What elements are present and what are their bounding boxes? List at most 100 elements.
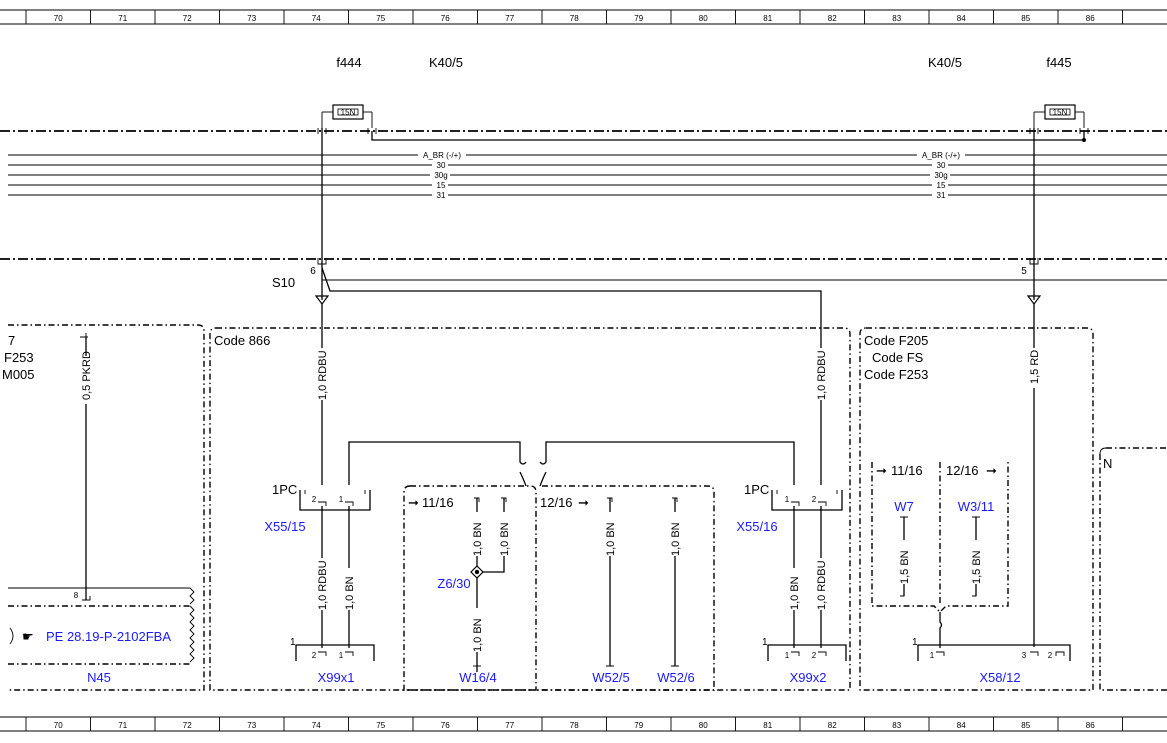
ruler-number: 76 — [441, 721, 450, 730]
bus-label-a-br-right: A_BR (-/+) — [922, 151, 960, 160]
component-w7: W7 — [894, 499, 914, 514]
ruler-number: 80 — [699, 721, 708, 730]
ruler-number: 82 — [828, 14, 837, 23]
x55-16-pin-2: 2 — [812, 495, 817, 504]
arrow-icon-12-16: ➞ — [578, 495, 589, 510]
ruler-number: 79 — [634, 14, 643, 23]
fuse-label-f444: f444 — [336, 55, 361, 70]
wire-label-bn-z6-left: 1,0 BN — [472, 522, 484, 556]
ruler-number: 73 — [247, 14, 256, 23]
wire-label-rd: 1,5 RD — [1029, 350, 1041, 384]
ruler-number: 70 — [54, 14, 63, 23]
ruler-number: 75 — [376, 721, 385, 730]
bus-label-15-left: 15 — [437, 181, 446, 190]
wire-label-bn-x55-15: 1,0 BN — [344, 576, 356, 610]
code-866-frame — [209, 327, 851, 691]
ruler-number: 74 — [312, 721, 321, 730]
bus-label-a-br-left: A_BR (-/+) — [423, 151, 461, 160]
bus-label-15-right: 15 — [937, 181, 946, 190]
component-x55-16: X55/16 — [736, 519, 777, 534]
connector-x55-16 — [771, 490, 843, 511]
x58-12-pin-2: 2 — [1048, 651, 1053, 660]
grid-ruler-top — [0, 9, 1167, 25]
ruler-number: 83 — [892, 721, 901, 730]
bus-label-31-right: 31 — [937, 191, 946, 200]
x99x1-pin-label: 1 — [290, 637, 296, 648]
fuse-rating-right: 15N — [1053, 108, 1068, 117]
ruler-number: 85 — [1021, 721, 1030, 730]
ruler-number: 77 — [505, 721, 514, 730]
left-block-frame — [8, 324, 205, 691]
module-label-k40-left: K40/5 — [429, 55, 463, 70]
reference-pe: PE 28.19-P-2102FBA — [46, 629, 171, 644]
ruler-number: 71 — [118, 721, 127, 730]
ruler-number: 86 — [1086, 14, 1095, 23]
component-x55-15: X55/15 — [264, 519, 305, 534]
ruler-number: 71 — [118, 14, 127, 23]
connector-x99x2 — [767, 644, 847, 661]
component-z6-30: Z6/30 — [437, 576, 470, 591]
wire-label-bn-w16-4: 1,0 BN — [472, 618, 484, 652]
ref-12-16-middle: 12/16 — [540, 495, 573, 510]
fuse-f445: 15N — [1033, 104, 1085, 128]
ruler-number: 78 — [570, 721, 579, 730]
component-w52-5: W52/5 — [592, 670, 630, 685]
far-right-frame — [1099, 447, 1167, 691]
ruler-number: 76 — [441, 14, 450, 23]
fuse-f444: 15N — [321, 104, 373, 128]
code-f205-line1: Code F205 — [864, 333, 928, 348]
far-right-label: N — [1103, 456, 1112, 471]
arrow-icon-12-16-right: ➞ — [986, 463, 997, 478]
component-n45: N45 — [87, 670, 111, 685]
code-f205-frame — [859, 327, 1094, 691]
component-w52-6: W52/6 — [657, 670, 695, 685]
component-x58-12: X58/12 — [979, 670, 1020, 685]
ruler-number: 79 — [634, 721, 643, 730]
x99x2-pin-label: 1 — [762, 637, 768, 648]
wire-label-rdbu-x55-16: 1,0 RDBU — [816, 560, 828, 610]
x58-12-pin-label-1: 1 — [912, 637, 918, 648]
left-wire-label: 0,5 PKRD — [81, 351, 93, 400]
fuse-label-f445: f445 — [1046, 55, 1071, 70]
left-code-fragment-3: M005 — [2, 367, 35, 382]
wire-label-bn-z6-right: 1,0 BN — [499, 522, 511, 556]
grid-ruler-bottom — [0, 716, 1167, 732]
component-x99x1: X99x1 — [318, 670, 355, 685]
ruler-number: 84 — [957, 14, 966, 23]
splice-pin-6: 6 — [310, 266, 316, 277]
x55-15-pin-1: 1 — [339, 495, 344, 504]
wire-label-rdbu-x55-15: 1,0 RDBU — [317, 560, 329, 610]
bus-label-31-left: 31 — [437, 191, 446, 200]
wire-label-bn-x55-16: 1,0 BN — [789, 576, 801, 610]
splice-pin-5: 5 — [1021, 266, 1027, 277]
wire-label-bn-w52-5: 1,0 BN — [605, 522, 617, 556]
x55-15-pin-2: 2 — [312, 495, 317, 504]
wire-label-rdbu-left-top: 1,0 RDBU — [317, 350, 329, 400]
ruler-number: 72 — [183, 14, 192, 23]
ruler-number: 73 — [247, 721, 256, 730]
wire-label-bn-w3-11: 1,5 BN — [971, 550, 983, 584]
ruler-number: 84 — [957, 721, 966, 730]
sub-block-12-16 — [536, 485, 715, 691]
module-label-k40-right: K40/5 — [928, 55, 962, 70]
x99x1-pin-2: 2 — [312, 651, 317, 660]
left-pin-8: 8 — [74, 591, 79, 600]
code-866-title: Code 866 — [214, 333, 270, 348]
ruler-number: 83 — [892, 14, 901, 23]
ref-11-16-middle: 11/16 — [422, 495, 454, 510]
component-w16-4: W16/4 — [459, 670, 497, 685]
wire-label-bn-w52-6: 1,0 BN — [670, 522, 682, 556]
ruler-number: 81 — [763, 721, 772, 730]
connector-x58-12 — [917, 644, 1071, 661]
ruler-number: 81 — [763, 14, 772, 23]
connector-x99x1 — [295, 644, 375, 661]
ref-12-16-right: 12/16 — [946, 463, 979, 478]
x99x1-pin-1: 1 — [339, 651, 344, 660]
ruler-number: 85 — [1021, 14, 1030, 23]
x99x2-pin-2: 2 — [812, 651, 817, 660]
component-w3-11: W3/11 — [958, 499, 995, 514]
bus-lines — [8, 154, 1167, 196]
